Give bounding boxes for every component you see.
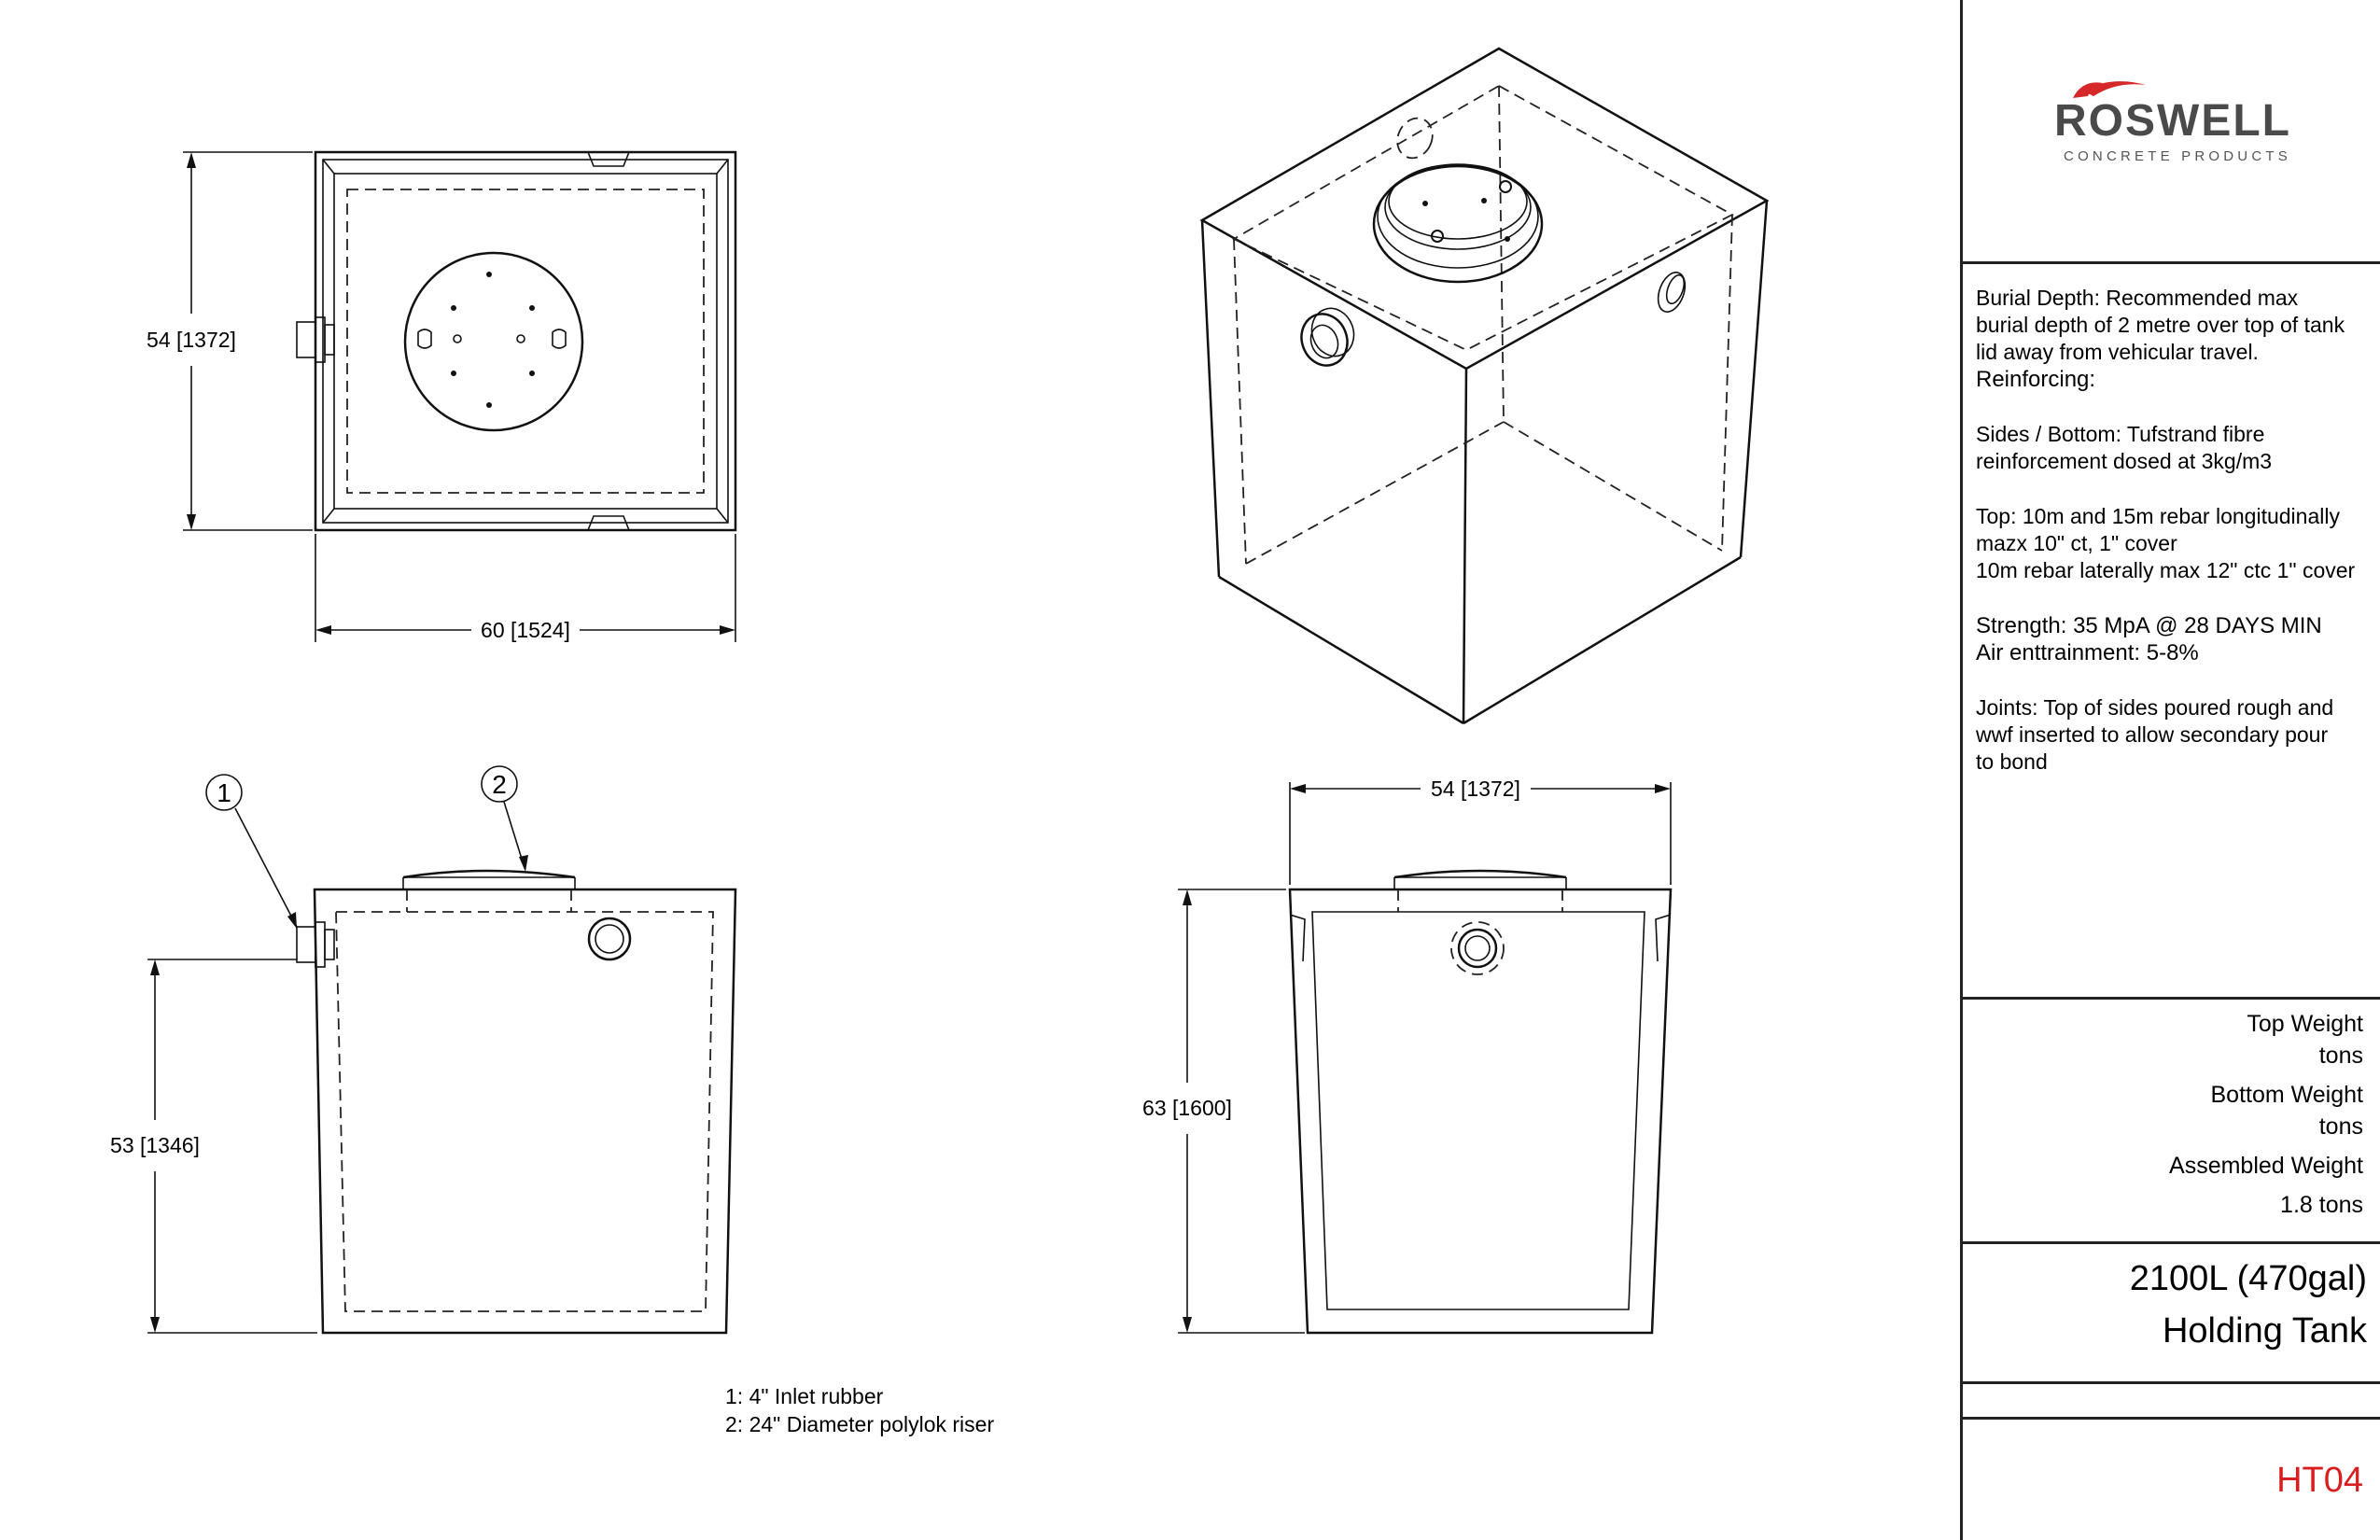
note-joints-1: Joints: Top of sides poured rough and [1976,695,2334,720]
drawing-number: HT04 [2276,1461,2363,1500]
plan-hidden-interior [346,189,705,494]
side-elevation: 54 [1372] 63 [1600] [1142,777,1673,1335]
assembled-weight-label: Assembled Weight [2169,1153,2363,1179]
note-top-1: Top: 10m and 15m rebar longitudinally [1976,504,2340,528]
note-reinforcing: Reinforcing: [1976,367,2096,392]
note-air: Air enttrainment: 5-8% [1976,640,2199,665]
isometric-view [1199,47,1770,725]
side-outline [1288,888,1673,1335]
iso-top-face [1199,47,1770,371]
plan-outer-wall [314,150,737,532]
note-joints-2: wwf inserted to allow secondary pour [1976,722,2329,747]
plan-riser [403,251,584,432]
note-joints-3: to bond [1976,749,2048,774]
top-weight-value: tons [2318,1043,2363,1069]
plan-height-dimension: 54 [1372] [147,328,236,352]
callout-1-bubble [205,774,243,811]
callout-1: 1 [217,778,231,807]
front-outlet [587,917,632,961]
front-height-dimension: 53 [1346] [110,1133,200,1157]
company-logo: ROSWELL CONCRETE PRODUCTS [1963,70,2380,173]
side-inlet [1450,921,1505,975]
note-sides-2: reinforcement dosed at 3kg/m3 [1976,449,2273,473]
weights-section: Top Weight tons Bottom Weight tons Assem… [1990,1008,2363,1221]
legend-item-1: 1: 4" Inlet rubber [725,1384,884,1408]
title-block-divider [1963,261,2380,264]
side-width-dimension: 54 [1372] [1431,777,1520,801]
side-riser [1393,869,1567,879]
title-block-divider [1963,1241,2380,1244]
bottom-weight-label: Bottom Weight [2210,1082,2363,1108]
title-block: ROSWELL CONCRETE PRODUCTS Burial Depth: … [1960,0,2380,1540]
product-name: Holding Tank [2162,1311,2367,1351]
plan-view: 54 [1372] 60 [1524] [147,150,737,642]
product-section: 2100L (470gal) Holding Tank [1975,1253,2367,1357]
note-strength: Strength: 35 MpA @ 28 DAYS MIN [1976,613,2322,638]
title-block-divider [1963,1381,2380,1384]
iso-inlet [1300,313,1349,367]
lifting-slot-top [587,151,630,167]
logo-wordmark: ROSWELL [2054,96,2291,146]
iso-riser [1372,164,1544,284]
front-elevation: 1 2 53 [1346] [110,765,737,1335]
front-inlet-stub [296,926,316,963]
lifting-slot-bottom [587,515,630,531]
note-top-3: 10m rebar laterally max 12" ctc 1" cover [1976,558,2356,582]
note-burial-3: lid away from vehicular travel. [1976,340,2259,364]
front-riser [402,869,576,879]
title-block-divider [1963,997,2380,1000]
callout-2-bubble [481,765,518,803]
notes-section: Burial Depth: Recommended max burial dep… [1976,285,2377,804]
note-sides-1: Sides / Bottom: Tufstrand fibre [1976,422,2265,446]
iso-outlet [1657,272,1687,313]
note-burial-1: Burial Depth: Recommended max [1976,286,2299,310]
technical-drawing: 54 [1372] 60 [1524] [110,47,1770,1436]
bottom-weight-value: tons [2318,1113,2363,1140]
top-weight-label: Top Weight [2247,1011,2363,1037]
plan-lid-edge [333,173,718,510]
product-capacity: 2100L (470gal) [2129,1259,2367,1298]
title-block-divider [1963,1417,2380,1420]
plan-inlet-stub [296,321,316,358]
plan-width-dimension: 60 [1524] [481,618,570,642]
note-top-2: mazx 10" ct, 1" cover [1976,531,2177,555]
callout-2: 2 [492,770,507,799]
front-outline [313,888,737,1335]
logo-tagline: CONCRETE PRODUCTS [2064,148,2291,164]
note-burial-2: burial depth of 2 metre over top of tank [1976,313,2345,337]
side-height-dimension: 63 [1600] [1142,1096,1232,1120]
assembled-weight-value: 1.8 tons [2280,1192,2363,1218]
legend-item-2: 2: 24" Diameter polylok riser [725,1412,994,1436]
plan-inner-rim [322,159,729,524]
